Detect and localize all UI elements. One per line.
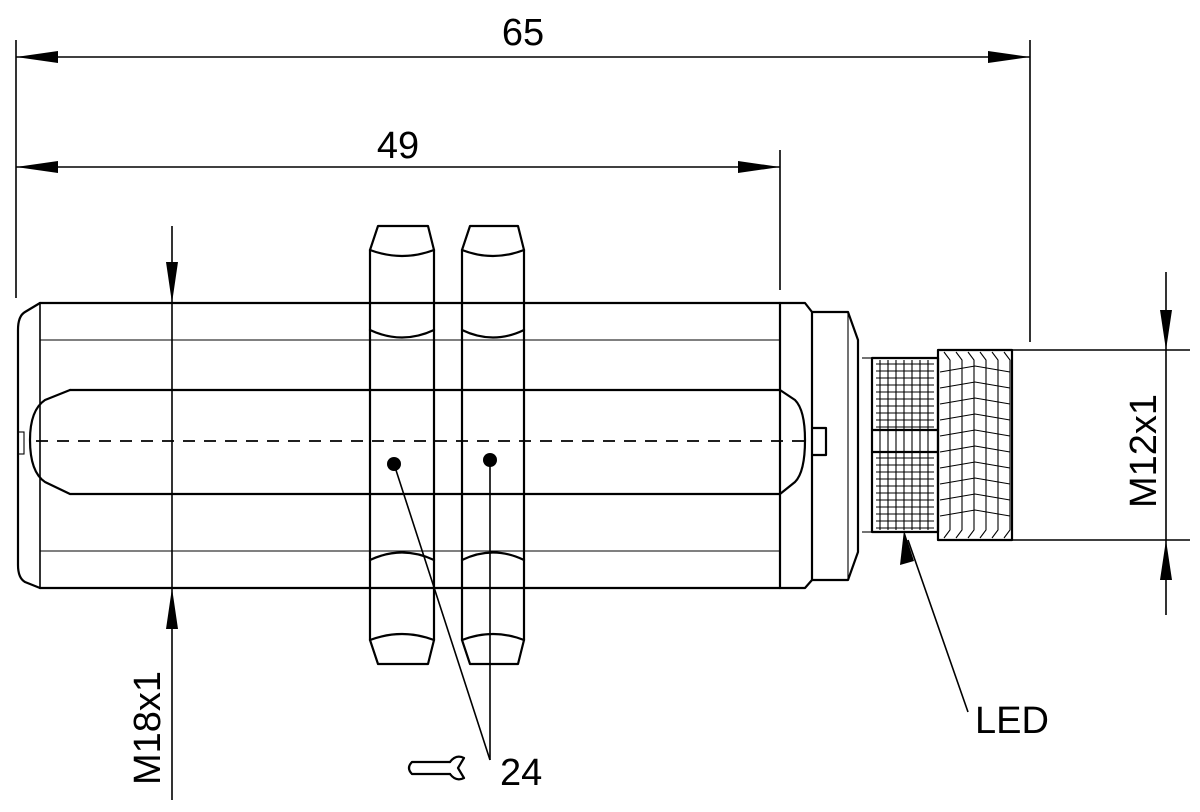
wrench-size-callout: 24: [393, 460, 542, 794]
dimension-overall-length: 65: [15, 12, 1031, 342]
lock-nut-left: [368, 224, 436, 666]
body-length-label: 49: [377, 125, 419, 167]
m12-connector: [862, 348, 1014, 542]
body-thread-label: M18x1: [127, 671, 169, 785]
dimension-body-thread: M18x1: [127, 226, 178, 800]
dimension-body-length: 49: [16, 125, 781, 290]
lock-nut-right: [460, 224, 526, 666]
led-label: LED: [975, 700, 1049, 742]
overall-length-label: 65: [502, 12, 544, 54]
dimension-connector-thread: M12x1: [1012, 272, 1190, 615]
connector-thread-label: M12x1: [1123, 394, 1165, 508]
wrench-size-label: 24: [500, 752, 542, 794]
sensor-body: [16, 301, 860, 590]
wrench-icon: [407, 755, 466, 781]
led-callout: LED: [900, 530, 1049, 742]
